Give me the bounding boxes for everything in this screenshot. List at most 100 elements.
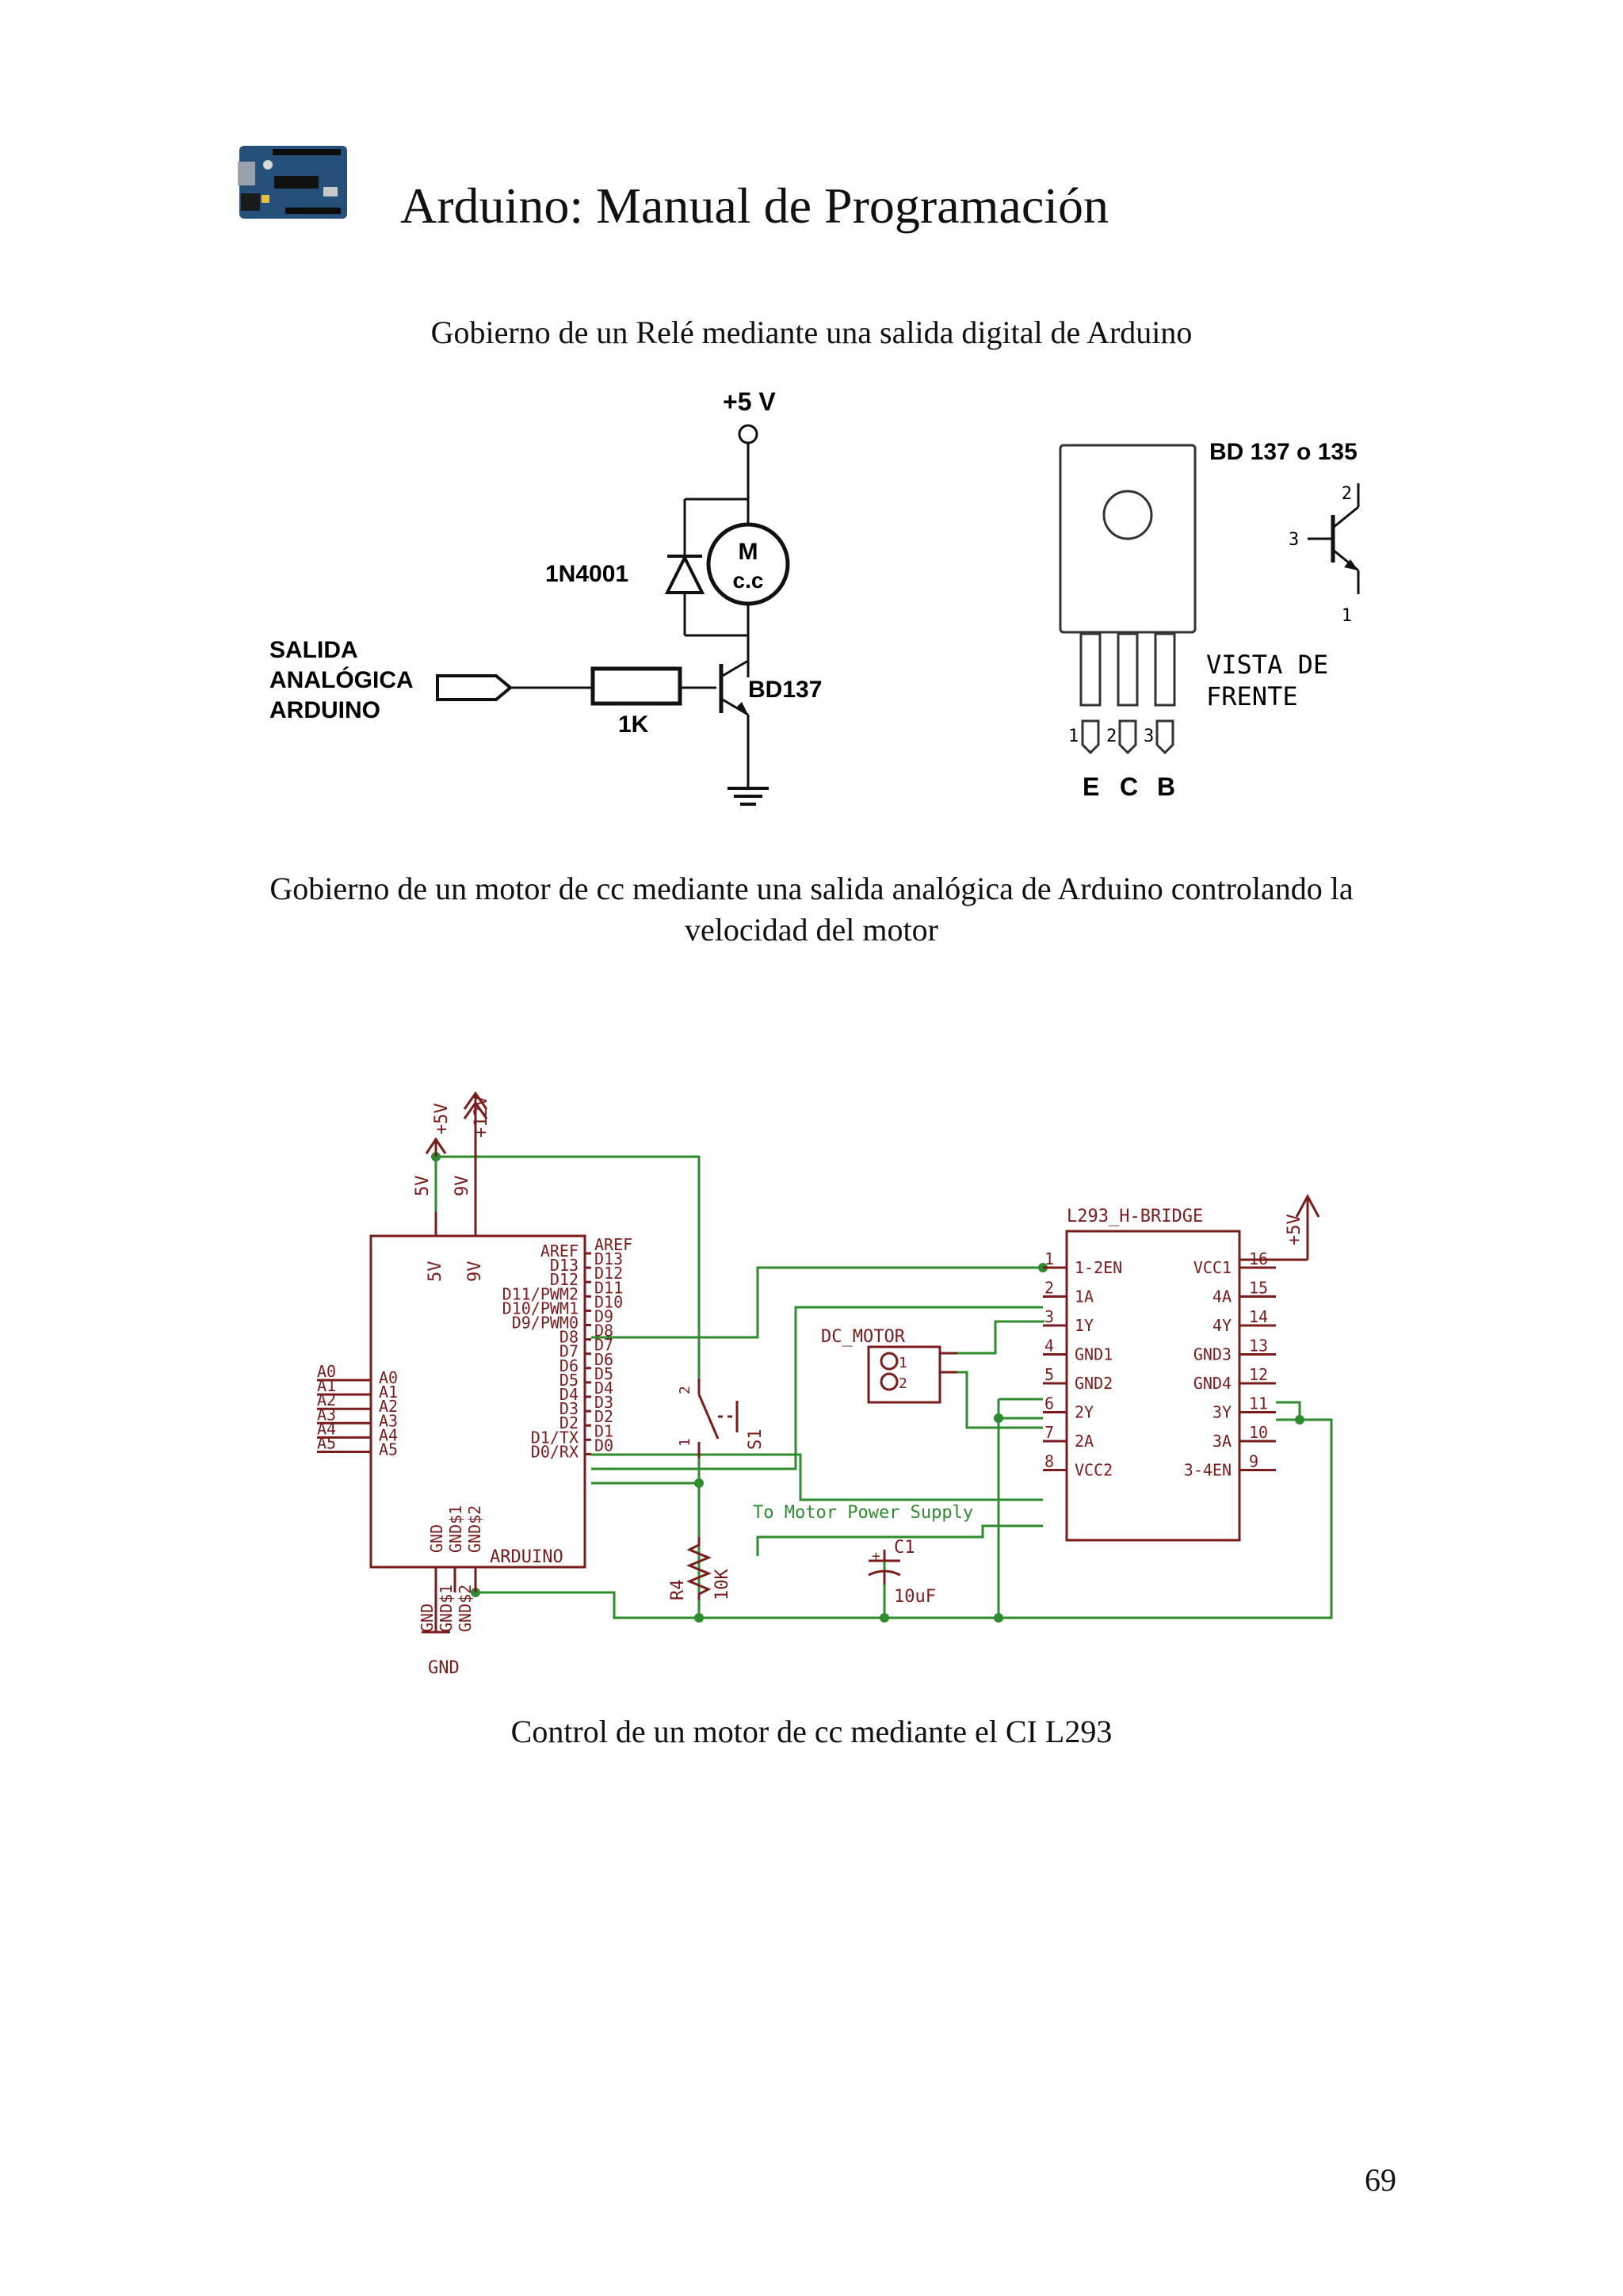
hbridge-left-label: 2A (1075, 1432, 1094, 1451)
v9-pin-label: 9V (453, 1176, 472, 1197)
pin-b-label: B (1157, 772, 1175, 801)
arduino-pin-name: D10 (594, 1292, 623, 1311)
hbridge-vcc-label: +5V (1285, 1214, 1304, 1245)
resistor-symbol (590, 666, 682, 706)
input-label-2: ANALÓGICA (269, 666, 414, 693)
diode-label: 1N4001 (545, 561, 628, 587)
motor-label-cc: c.c (733, 568, 764, 593)
arduino-pin-label: D4 (559, 1385, 579, 1404)
cap-value-label: 10uF (894, 1587, 936, 1607)
arduino-analog-pin: A4 (317, 1419, 336, 1438)
hbridge-left-label: 1A (1075, 1287, 1094, 1306)
hbridge-right-label: 3-4EN (1184, 1461, 1232, 1480)
arduino-gnd-pin: GND$1 (437, 1585, 456, 1632)
hbridge-left-label: VCC2 (1075, 1461, 1113, 1480)
pin-e-label: E (1083, 772, 1099, 801)
hbridge-right-pin: 12 (1249, 1365, 1268, 1384)
arduino-pin-label: D11/PWM2 (502, 1284, 579, 1303)
arduino-analog-pin: A5 (317, 1434, 336, 1453)
r4-name-label: R4 (668, 1580, 688, 1601)
arduino-5v-label: 5V (426, 1261, 445, 1283)
hbridge-left-pin: 2 (1044, 1279, 1054, 1298)
arduino-board-logo (238, 141, 350, 222)
arduino-pin-name: D13 (594, 1249, 623, 1268)
view-label-1: VISTA DE (1206, 650, 1328, 680)
v5-label: +5V (432, 1103, 452, 1135)
input-connector (436, 674, 514, 701)
arduino-9v-label: 9V (465, 1261, 485, 1283)
arduino-pin-name: AREF (594, 1235, 632, 1254)
arduino-pin-name: D5 (594, 1364, 613, 1383)
arduino-gnd-label: GND$2 (465, 1505, 484, 1553)
cap-plus-label: + (872, 1548, 880, 1565)
npn-pin1-label: 1 (1342, 606, 1352, 626)
arduino-analog-label: A5 (379, 1440, 398, 1459)
npn-pin2-label: 2 (1342, 484, 1352, 504)
arduino-pin-label: D7 (559, 1342, 579, 1361)
hbridge-left-label: 1Y (1075, 1316, 1094, 1335)
gnd-label: GND (428, 1658, 460, 1678)
arduino-pin-label: AREF (540, 1241, 579, 1261)
page-number: 69 (1365, 2162, 1396, 2198)
motor-label: M (739, 539, 758, 565)
hbridge-right-label: VCC1 (1193, 1258, 1232, 1277)
hbridge-left-label: 1-2EN (1075, 1258, 1122, 1277)
arduino-analog-label: A2 (379, 1397, 398, 1416)
r4-symbol (686, 1537, 712, 1600)
motor-pin1-label: 1 (899, 1355, 907, 1371)
hbridge-right-pin: 13 (1249, 1337, 1268, 1356)
arduino-pin-label: D9/PWM0 (512, 1314, 579, 1333)
hbridge-right-pin: 15 (1249, 1279, 1268, 1298)
power-note-label: To Motor Power Supply (753, 1503, 973, 1523)
v12-label: +12V (472, 1096, 491, 1138)
transistor-label: BD137 (748, 677, 822, 703)
arduino-gnd-pin: GND$2 (456, 1585, 475, 1632)
hbridge-left-label: GND2 (1075, 1374, 1113, 1393)
arduino-analog-label: A0 (379, 1368, 398, 1387)
pkg-pin2-label: 2 (1106, 727, 1117, 746)
hbridge-left-pin: 7 (1044, 1423, 1054, 1442)
arduino-analog-pin: A1 (317, 1376, 336, 1395)
switch-pin1-label: 1 (677, 1438, 693, 1447)
pwm-caption: Gobierno de un motor de cc mediante una … (0, 868, 1623, 951)
hbridge-right-label: GND4 (1193, 1374, 1232, 1393)
view-label-2: FRENTE (1206, 681, 1298, 711)
hbridge-right-label: 4A (1212, 1287, 1232, 1306)
arduino-pin-name: D12 (594, 1264, 623, 1283)
r4-value-label: 10K (712, 1569, 732, 1600)
arduino-pin-label: D13 (550, 1256, 579, 1275)
hbridge-right-label: GND3 (1193, 1345, 1232, 1364)
hbridge-name-label: L293_H-BRIDGE (1067, 1207, 1203, 1226)
hbridge-right-label: 3A (1212, 1432, 1232, 1451)
arduino-pin-label: D3 (559, 1399, 579, 1418)
arduino-pin-label: D8 (559, 1328, 579, 1347)
input-label-1: SALIDA (269, 637, 358, 663)
input-label-3: ARDUINO (269, 697, 380, 723)
arduino-gnd-label: GND$1 (446, 1505, 465, 1553)
npn-pin3-label: 3 (1289, 530, 1299, 550)
dc-motor-symbol (867, 1345, 941, 1404)
hbridge-left-pin: 5 (1044, 1365, 1054, 1384)
arduino-pin-label: D1/TX (531, 1428, 579, 1447)
vcc-label: +5 V (723, 387, 776, 416)
vcc-terminal (738, 424, 758, 444)
arduino-pin-name: D1 (594, 1421, 613, 1440)
arduino-analog-label: A1 (379, 1383, 398, 1402)
pwm-caption-line-1: Gobierno de un motor de cc mediante una … (269, 871, 1354, 906)
arduino-pin-label: D10/PWM1 (502, 1299, 579, 1318)
arduino-pin-name: D7 (594, 1336, 613, 1355)
pwm-caption-line-2: velocidad del motor (685, 912, 938, 948)
arduino-analog-label: A3 (379, 1411, 398, 1430)
hbridge-right-pin: 9 (1249, 1452, 1258, 1471)
hbridge-right-pin: 16 (1249, 1249, 1268, 1268)
arduino-name: ARDUINO (490, 1547, 563, 1567)
arduino-pin-label: D6 (559, 1356, 579, 1375)
diode-symbol (664, 554, 705, 594)
relay-circuit-diagram: +5 V 1N4001 M c.c SALIDA ANALÓGICA ARDUI… (269, 387, 1360, 806)
arduino-pin-name: D0 (594, 1436, 613, 1455)
hbridge-right-pin: 10 (1249, 1423, 1268, 1442)
arduino-symbol (369, 1234, 586, 1569)
arduino-pin-name: D11 (594, 1278, 623, 1297)
hbridge-left-pin: 1 (1044, 1249, 1054, 1268)
l293-caption: Control de un motor de cc mediante el CI… (510, 1714, 1113, 1749)
